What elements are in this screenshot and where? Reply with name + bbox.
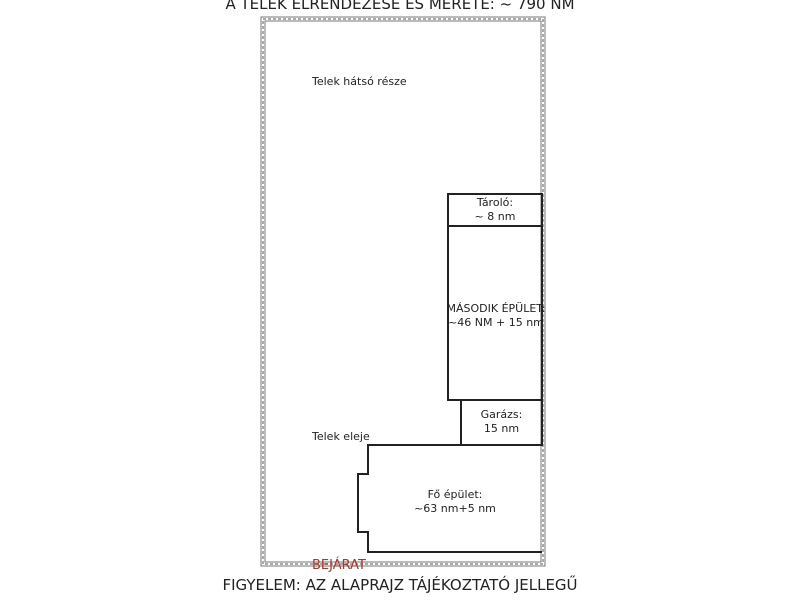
entrance-label: BEJÁRAT bbox=[312, 558, 366, 573]
garage-size: 15 nm bbox=[483, 422, 520, 435]
main-building bbox=[357, 444, 542, 553]
main-building-name: Fő épület: bbox=[427, 488, 483, 501]
area-back-label: Telek hátsó része bbox=[312, 75, 407, 88]
second-building-size: ~46 NM + 15 nm bbox=[448, 316, 544, 329]
plot-boundary bbox=[260, 16, 546, 567]
garage-label: Garázs: 15 nm bbox=[461, 408, 542, 436]
storage-label: Tároló: ~ 8 nm bbox=[448, 196, 542, 224]
second-building-label: MÁSODIK ÉPÜLET: ~46 NM + 15 nm bbox=[446, 302, 546, 330]
area-front-label: Telek eleje bbox=[312, 430, 370, 443]
storage-name: Tároló: bbox=[476, 196, 514, 209]
plan-title: A TELEK ELRENDEZÉSE ÉS MÉRETE: ~ 790 NM bbox=[225, 0, 575, 13]
main-building-label: Fő épület: ~63 nm+5 nm bbox=[368, 488, 542, 516]
storage-size: ~ 8 nm bbox=[474, 210, 516, 223]
garage-name: Garázs: bbox=[480, 408, 523, 421]
main-building-size: ~63 nm+5 nm bbox=[414, 502, 496, 515]
disclaimer: FIGYELEM: AZ ALAPRAJZ TÁJÉKOZTATÓ JELLEG… bbox=[222, 576, 578, 594]
second-building-name: MÁSODIK ÉPÜLET: bbox=[446, 302, 546, 315]
